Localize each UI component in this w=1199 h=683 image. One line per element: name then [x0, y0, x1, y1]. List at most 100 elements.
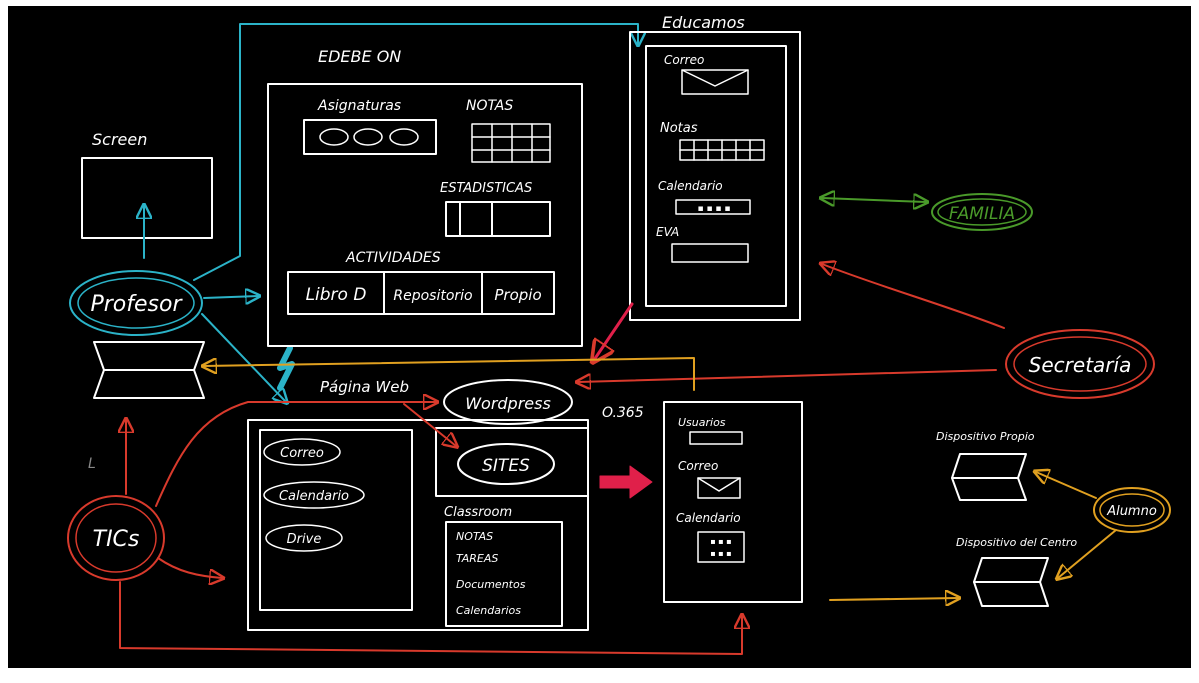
alumno-outer-ellipse — [1093, 487, 1171, 533]
alumno-label: Alumno — [1106, 504, 1157, 519]
o365-group: O.365 Usuarios Correo Calendario ▪ ▪ ▪ ▪… — [602, 401, 803, 603]
arrow-secretaria-to-educamos — [822, 264, 1005, 329]
sites-pill — [457, 443, 555, 485]
stray-l-mark: L — [88, 456, 96, 472]
edebe-on-title: EDEBE ON — [318, 47, 401, 66]
tics-group: TICs — [67, 402, 742, 655]
device-left — [93, 341, 205, 399]
wordpress-pill — [443, 379, 573, 425]
profesor-outer-ellipse — [69, 270, 203, 336]
familia-outer-ellipse — [931, 193, 1033, 231]
sites-label: SITES — [482, 456, 530, 476]
educamos-notas-label: Notas — [660, 121, 698, 136]
educamos-title: Educamos — [662, 13, 745, 32]
asignatura-oval-2 — [353, 128, 383, 146]
correo-google-label: Correo — [280, 446, 324, 461]
o365-calendar-dots-1: ▪ ▪ ▪ — [710, 537, 731, 546]
screen-box — [81, 157, 213, 239]
edebe-on-box — [267, 83, 583, 347]
arrow-o365-to-device-centro — [829, 598, 958, 600]
arrow-tics-to-google — [157, 557, 222, 578]
o365-calendar-dots-2: ▪ ▪ ▪ — [710, 549, 731, 558]
wordpress-label: Wordpress — [465, 394, 551, 413]
notas-edebe-grid — [471, 123, 551, 163]
classroom-notas: NOTAS — [456, 530, 493, 543]
calendario-google-label: Calendario — [279, 489, 349, 504]
drive-label: Drive — [287, 532, 322, 547]
whiteboard-canvas: Screen Profesor EDEBE ON Asignaturas NOT… — [8, 6, 1191, 668]
profesor-inner-ellipse — [77, 277, 195, 329]
edebe-on-group: EDEBE ON Asignaturas NOTAS ESTADISTICAS … — [267, 47, 583, 347]
profesor-label: Profesor — [90, 292, 183, 317]
o365-box — [663, 401, 803, 603]
arrow-educamos-to-web — [594, 302, 634, 360]
correo-google-pill — [263, 438, 341, 466]
educamos-outer-box — [629, 31, 801, 321]
arrow-profesor-to-google — [201, 313, 286, 402]
secretaria-label: Secretaría — [1029, 353, 1132, 377]
cyan-highlight-mark — [277, 345, 295, 391]
arrow-tics-to-wordpress — [155, 402, 436, 507]
educamos-notas-grid — [679, 139, 765, 161]
asignatura-oval-3 — [389, 128, 419, 146]
calendario-o365-label: Calendario — [676, 511, 741, 525]
educamos-calendario-label: Calendario — [658, 179, 723, 193]
device-centro-screen — [973, 557, 1049, 583]
arrow-tics-to-o365 — [119, 581, 742, 655]
repositorio-label: Repositorio — [393, 288, 472, 304]
usuarios-label: Usuarios — [678, 416, 726, 429]
classroom-tareas: TAREAS — [456, 552, 498, 565]
calendario-google-pill — [263, 481, 365, 509]
familia-inner-ellipse — [937, 198, 1027, 226]
screen-group: Screen — [81, 130, 213, 259]
educamos-correo-label: Correo — [664, 53, 704, 67]
asignaturas-label: Asignaturas — [317, 98, 401, 114]
classroom-label: Classroom — [444, 505, 512, 520]
arrow-alumno-to-device-propio — [1036, 472, 1097, 499]
google-workspace-group: Página Web Correo Calendario Drive Wordp… — [247, 378, 589, 631]
actividades-label: ACTIVIDADES — [345, 250, 441, 266]
educamos-calendar-dots: ▪ ▪ ▪ ▪ — [698, 204, 731, 214]
classroom-calendarios: Calendarios — [456, 604, 521, 617]
drive-pill — [265, 524, 343, 552]
google-apps-box — [259, 429, 413, 611]
profesor-group: Profesor — [69, 23, 638, 402]
google-outer-box — [247, 419, 589, 631]
propio-label: Propio — [494, 286, 541, 304]
o365-mail-flap — [697, 477, 741, 492]
device-propio-screen — [951, 453, 1027, 479]
arrow-profesor-to-educamos — [193, 23, 638, 281]
device-left-screen — [93, 341, 205, 371]
tics-label: TICs — [93, 527, 140, 552]
educamos-mail-icon — [681, 69, 749, 95]
educamos-inner-box — [645, 45, 787, 307]
o365-calendar-icon — [697, 531, 745, 563]
asignaturas-box — [303, 119, 437, 155]
device-centro-base — [973, 581, 1049, 607]
secretaria-group: Secretaría — [578, 264, 1155, 399]
arrow-profesor-to-edebe — [203, 296, 258, 298]
correo-o365-label: Correo — [678, 459, 718, 473]
familia-label: FAMILIA — [949, 204, 1015, 224]
arrow-o365-to-device-left — [204, 357, 695, 391]
arrow-google-to-o365 — [599, 465, 653, 499]
educamos-calendar-icon — [675, 199, 751, 215]
alumno-inner-ellipse — [1099, 493, 1165, 527]
device-propio-base — [951, 477, 1027, 501]
asignatura-oval-1 — [319, 128, 349, 146]
dispositivo-centro-label: Dispositivo del Centro — [956, 536, 1077, 549]
alumno-group: Alumno — [1036, 472, 1171, 578]
secretaria-outer-ellipse — [1005, 329, 1155, 399]
sites-box — [435, 427, 589, 497]
eva-box — [671, 243, 749, 263]
o365-mail-icon — [697, 477, 741, 499]
educamos-mail-flap — [681, 69, 749, 87]
pagina-web-label: Página Web — [320, 378, 409, 396]
estadisticas-chart — [445, 201, 551, 237]
arrow-secretaria-to-web — [578, 369, 997, 382]
notas-edebe-label: NOTAS — [466, 98, 513, 114]
arrow-educamos-familia — [822, 198, 926, 202]
device-left-base — [93, 369, 205, 399]
secretaria-inner-ellipse — [1013, 336, 1147, 392]
arrow-alumno-to-device-centro — [1058, 529, 1117, 578]
